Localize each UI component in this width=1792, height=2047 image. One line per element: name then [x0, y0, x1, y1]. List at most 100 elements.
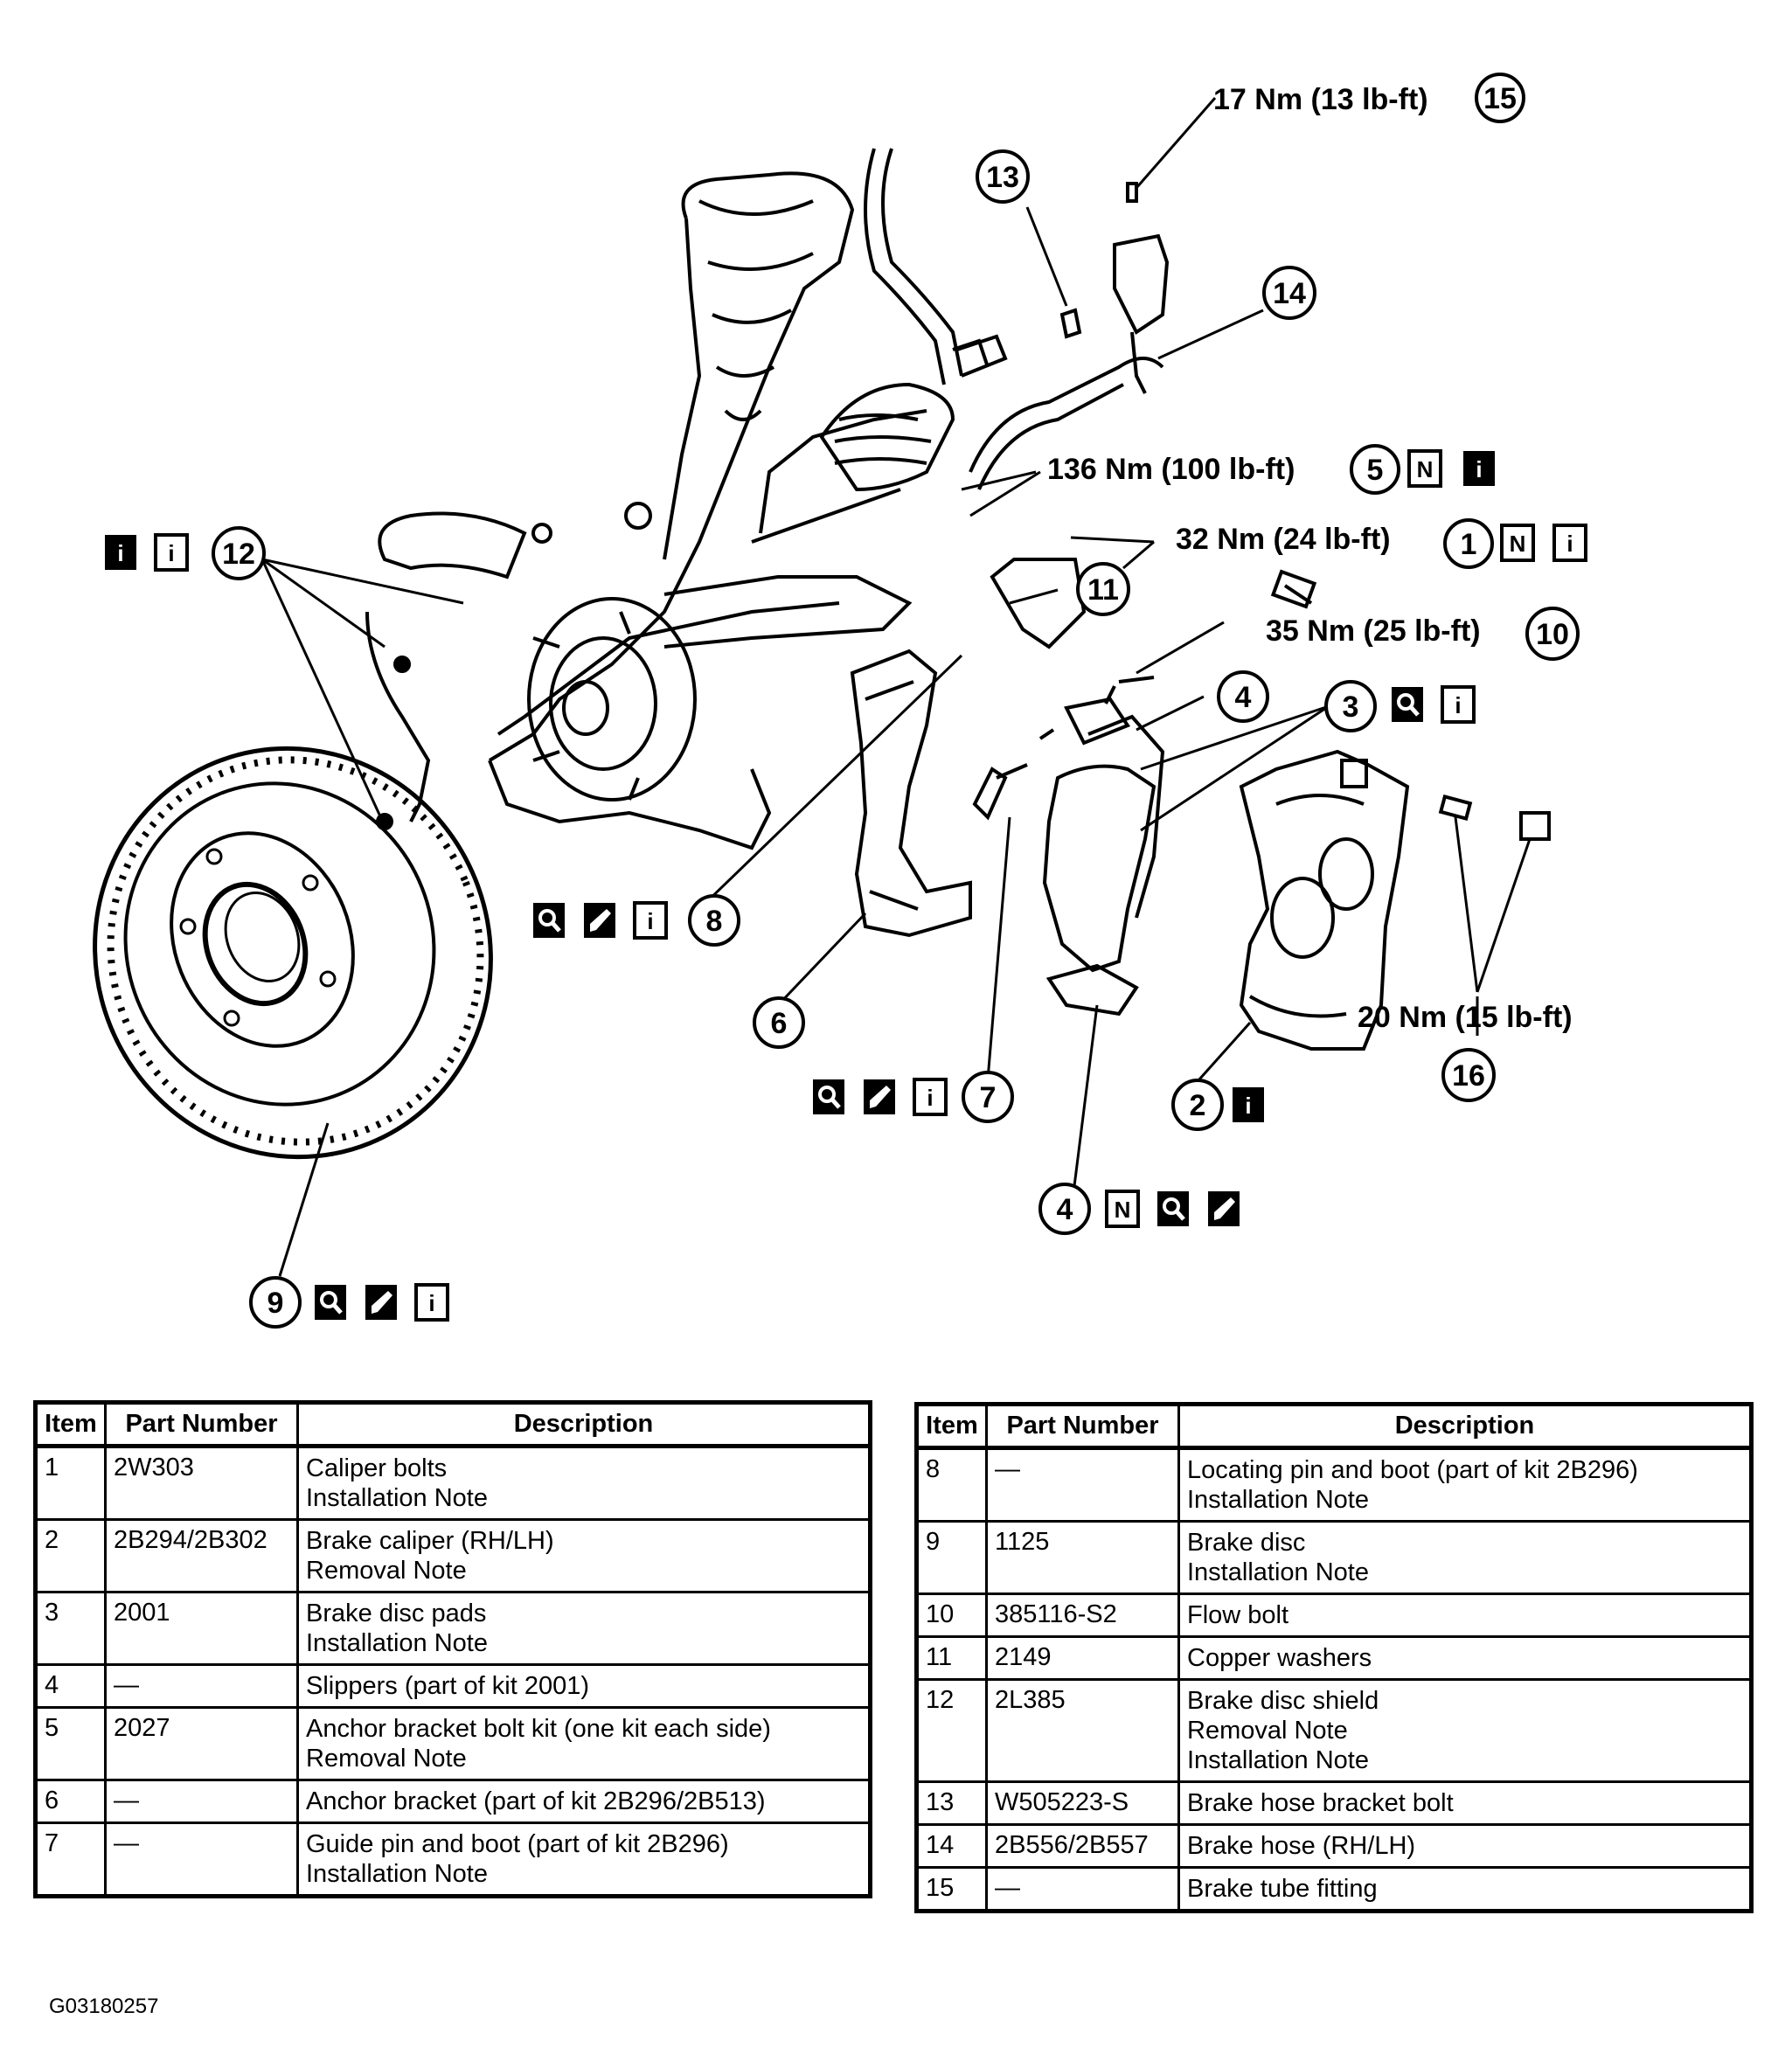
- callout-6: 6: [753, 996, 805, 1049]
- svg-text:i: i: [647, 908, 653, 934]
- callout-7: 7: [962, 1071, 1014, 1123]
- description-line: Installation Note: [306, 1629, 488, 1657]
- part-number-cell: 1125: [985, 1520, 1180, 1595]
- callout-13: 13: [976, 149, 1030, 204]
- description-line: Brake disc: [1187, 1529, 1306, 1557]
- torque-label-1: 32 Nm (24 lb-ft): [1176, 523, 1391, 556]
- svg-text:i: i: [428, 1290, 434, 1316]
- lubricate-icon: [584, 903, 615, 938]
- column-header-item: Item: [915, 1403, 988, 1449]
- item-number-cell: 12: [915, 1678, 988, 1783]
- description-cell: Flow bolt: [1177, 1592, 1753, 1638]
- callout-4-upper: 4: [1217, 670, 1269, 723]
- figure-code: G03180257: [49, 1995, 159, 2018]
- description-cell: Guide pin and boot (part of kit 2B296)In…: [296, 1821, 872, 1898]
- item-number-cell: 1: [34, 1445, 107, 1521]
- description-line: Flow bolt: [1187, 1601, 1289, 1629]
- table-row: 15—Brake tube fitting: [915, 1866, 1753, 1912]
- lubricate-icon: [365, 1285, 397, 1320]
- part-number-cell: 2B294/2B302: [104, 1518, 299, 1593]
- svg-text:N: N: [1417, 456, 1434, 482]
- svg-text:11: 11: [1087, 573, 1119, 607]
- description-line: Brake tube fitting: [1187, 1875, 1378, 1903]
- anchor-bracket: [850, 649, 972, 938]
- callout-10: 10: [1525, 607, 1580, 661]
- brake-pads: [1042, 697, 1165, 1017]
- table-row: 8—Locating pin and boot (part of kit 2B2…: [915, 1447, 1753, 1523]
- description-line: Anchor bracket bolt kit (one kit each si…: [306, 1715, 771, 1743]
- svg-text:4: 4: [1057, 1193, 1073, 1226]
- description-line: Installation Note: [1187, 1558, 1369, 1586]
- column-header-part-number: Part Number: [985, 1403, 1180, 1449]
- info-icon: i: [633, 901, 668, 940]
- svg-text:9: 9: [267, 1287, 284, 1320]
- svg-text:2: 2: [1190, 1089, 1206, 1122]
- info-icon: i: [1552, 524, 1587, 562]
- lubricate-icon: [864, 1079, 895, 1114]
- brake-disc-shield: [365, 511, 527, 830]
- callout-11: 11: [1076, 562, 1130, 616]
- torque-label-16: 20 Nm (15 lb-ft): [1358, 1001, 1573, 1034]
- svg-text:i: i: [168, 540, 174, 566]
- info-icon: i: [154, 533, 189, 572]
- description-cell: Anchor bracket bolt kit (one kit each si…: [296, 1706, 872, 1781]
- lubricate-icon: [1208, 1191, 1240, 1226]
- callout-16: 16: [1441, 1048, 1496, 1102]
- item-number-cell: 11: [915, 1635, 988, 1681]
- description-cell: Slippers (part of kit 2001): [296, 1663, 872, 1709]
- part-number-cell: —: [104, 1663, 299, 1709]
- part-number-cell: 2149: [985, 1635, 1180, 1681]
- svg-text:16: 16: [1452, 1059, 1485, 1093]
- item-number-cell: 3: [34, 1591, 107, 1666]
- torque-label-10: 35 Nm (25 lb-ft): [1266, 614, 1481, 648]
- part-number-cell: 2001: [104, 1591, 299, 1666]
- svg-text:5: 5: [1367, 454, 1384, 487]
- inspect-icon: [315, 1285, 346, 1320]
- part-number-cell: —: [985, 1866, 1180, 1912]
- description-line: Installation Note: [1187, 1746, 1369, 1774]
- description-line: Guide pin and boot (part of kit 2B296): [306, 1830, 729, 1858]
- description-cell: Locating pin and boot (part of kit 2B296…: [1177, 1447, 1753, 1523]
- description-line: Installation Note: [306, 1484, 488, 1512]
- svg-text:7: 7: [980, 1081, 997, 1114]
- item-number-cell: 13: [915, 1780, 988, 1826]
- item-number-cell: 9: [915, 1520, 988, 1595]
- description-line: Anchor bracket (part of kit 2B296/2B513): [306, 1787, 766, 1815]
- exploded-brake-diagram: 17 Nm (13 lb-ft) 136 Nm (100 lb-ft) 32 N…: [93, 73, 1587, 1329]
- item-number-cell: 6: [34, 1779, 107, 1824]
- item-number-cell: 15: [915, 1866, 988, 1912]
- description-line: Installation Note: [306, 1860, 488, 1888]
- item-number-cell: 8: [915, 1447, 988, 1523]
- callout-14: 14: [1262, 266, 1316, 320]
- column-header-item: Item: [34, 1401, 107, 1447]
- part-number-cell: —: [104, 1821, 299, 1898]
- callout-15: 15: [1475, 73, 1525, 123]
- svg-text:1: 1: [1461, 528, 1477, 561]
- svg-text:14: 14: [1273, 277, 1306, 310]
- part-number-cell: 2B556/2B557: [985, 1823, 1180, 1869]
- column-header-description: Description: [1177, 1403, 1753, 1449]
- description-line: Removal Note: [1187, 1717, 1348, 1745]
- part-number-cell: —: [104, 1779, 299, 1824]
- info-solid-icon: i: [1233, 1087, 1264, 1122]
- svg-text:3: 3: [1343, 690, 1359, 724]
- description-line: Caliper bolts: [306, 1454, 448, 1482]
- svg-text:i: i: [117, 540, 123, 566]
- new-part-icon: N: [1407, 449, 1442, 488]
- column-header-description: Description: [296, 1401, 872, 1447]
- part-number-cell: —: [985, 1447, 1180, 1523]
- svg-text:13: 13: [986, 161, 1019, 194]
- item-number-cell: 14: [915, 1823, 988, 1869]
- callout-2: 2: [1171, 1079, 1224, 1131]
- description-line: Installation Note: [1187, 1486, 1369, 1514]
- new-part-icon: N: [1105, 1190, 1140, 1228]
